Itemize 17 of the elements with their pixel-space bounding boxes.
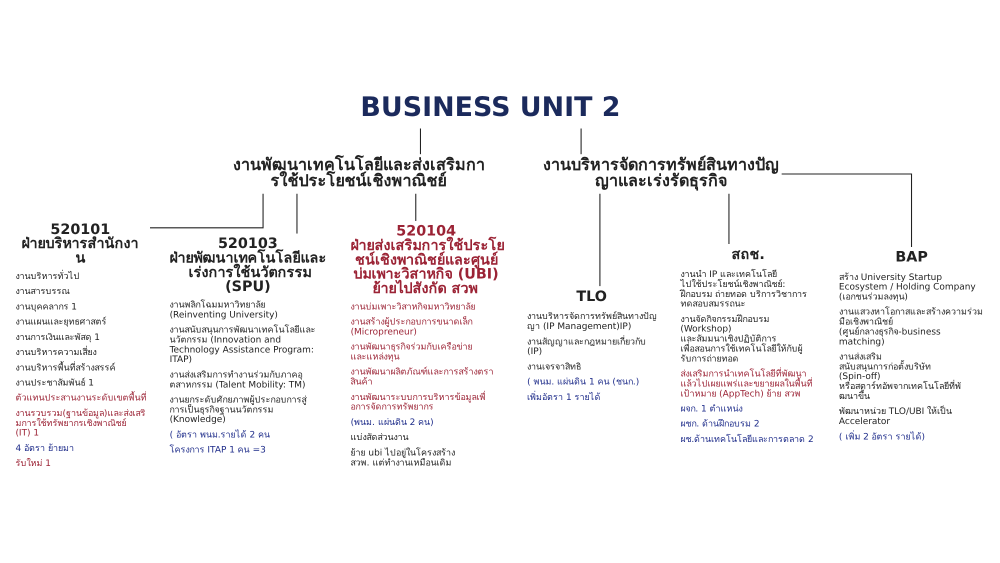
node-text: TLO งานบริหารจัดการทรัพย์สินทางปัญญา (IP Management)IP) งานสัญญาและกฎหมายเกี่ยวกับ (IP) งานเจรจาสิทธิ ( พนม. แผ่นดิน 1 คน (ชนก.) เพิ่มอัตรา 1 รายได้	[527, 288, 658, 402]
node-text: 520103 ฝ่ายพัฒนาเทคโนโลยีและเร่งการใช้นวัตกรรม (SPU) งานพลิกโฉมมหาวิทยาลัย (Reinventing University) งานสนับสนุนการพัฒนาเทคโนโลยีและนวัตกรรม (Innovation and Technology Assistance Program: ITAP) งานส่งเสริมการทำงานร่วมกับภาคอุตสาหกรรม (Talent Mobility: TM) งานยกระดับศักยภาพผู้ประกอบการสู่การเป็นธุรกิจฐานนวัตกรรม (Knowledge) ( อัตรา พนม.รายได้ 2 คน โครงการ ITAP 1 คน =3	[170, 236, 327, 456]
connector	[782, 172, 912, 246]
connector	[150, 193, 264, 228]
node-text: สถช. งานนำ IP และเทคโนโลยี ไปใช้ประโยชน์เชิงพาณิชย์: ฝึกอบรม ถ่ายทอด บริการวิชาการ ทดสอบสมรรถนะ งานจัดกิจกรรมฝึกอบรม (Workshop) และสัมมนาเชิงปฏิบัติการ เพื่อสอนการใช้เทคโนโลยีให้กับผู้รับการถ่ายทอด ส่งเสริมการนำเทคโนโลยีที่พัฒนาแล้วไปเผยแพร่และขยายผลในพื้นที่เป้าหมาย (AppTech) ย้าย สวพ ผจก. 1 ตำแหน่ง ผชก. ด้านฝึกอบรม 2 ผช.ด้านเทคโนโลยีและการตลาด 2	[680, 246, 814, 444]
connector	[728, 193, 730, 244]
node-text: BUSINESS UNIT 2	[360, 92, 621, 123]
node-text: BAP สร้าง University Startup Ecosystem / Holding Company (เอกชนร่วมลงทุน) งานแสวงหาโอกาสและสร้างความร่วมมือเชิงพาณิชย์ (ศูนย์กลางธุรกิจ-business matching) งานส่งเสริม สนับสนุนการก่อตั้งบริษัท (Spin-off) หรือสตาร์ทอัพจากเทคโนโลยีที่พัฒนาขึ้น พัฒนาหน่วย TLO/UBI ให้เป็น Accelerator ( เพิ่ม 2 อัตรา รายได้)	[838, 249, 983, 442]
connector	[420, 128, 422, 154]
connector	[599, 193, 600, 286]
node-text: งานบริหารจัดการทรัพย์สินทางปัญญาและเร่งรัดธุรกิจ	[543, 154, 780, 190]
node-text: งานพัฒนาเทคโนโลยีและส่งเสริมการใช้ประโยชน์เชิงพาณิชย์	[233, 154, 486, 190]
node-text: 520101 ฝ่ายบริหารสำนักงาน งานบริหารทั่วไป งานสารบรรณ งานบุคคลากร 1 งานแผนและยุทธศาสตร์ งานการเงินและพัสดุ 1 งานบริหารความเสี่ยง งานบริหารพื้นที่สร้างสรรค์ งานประชาสัมพันธ์ 1 ตัวแทนประสานงานระดับเขตพื้นที่ งานรวบรวม(ฐานข้อมูล)และส่งเสริมการใช้ทรัพยากรเชิงพาณิชย์ (IT) 1 4 อัตรา ย้ายมา รับใหม่ 1	[15, 221, 146, 469]
connector	[296, 193, 298, 234]
connector	[415, 193, 416, 220]
connector	[580, 128, 582, 154]
node-text: 520104 ฝ่ายส่งเสริมการใช้ประโยชน์เชิงพาณิชย์และศูนย์บ่มเพาะวิสาหกิจ (UBI) ย้ายไปสังกัด สวพ งานบ่มเพาะวิสาหกิจมหาวิทยาลัย งานสร้างผู้ประกอบการขนาดเล็ก (Micropreneur) งานพัฒนาธุรกิจร่วมกับเครือข่ายและแหล่งทุน งานพัฒนาผลิตภัณฑ์และการสร้างตราสินค้า งานพัฒนาระบบการบริหารข้อมูลเพื่อการจัดการทรัพยากร (พนม. แผ่นดิน 2 คน) แบ่งสัดส่วนงาน ย้าย ubi ไปอยู่ในโครงสร้าง สวพ. แต่ทำงานเหมือนเดิม	[350, 223, 505, 468]
